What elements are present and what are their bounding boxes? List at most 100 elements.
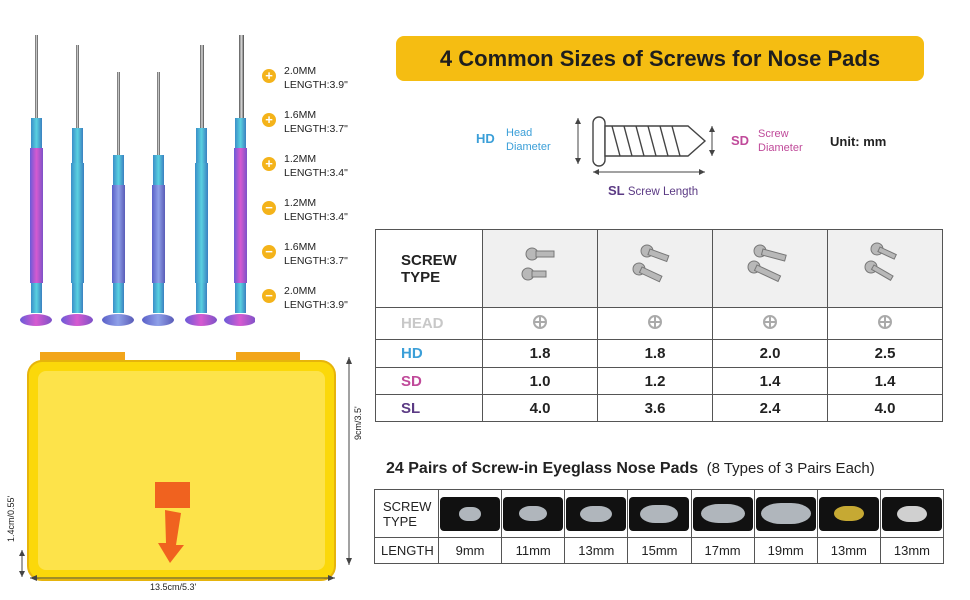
size-item-3: + 1.2MM LENGTH:3.4": [262, 152, 348, 180]
length-value: 19mm: [753, 537, 818, 564]
table-row: SD 1.0 1.2 1.4 1.4: [375, 367, 943, 395]
pad-type-label: SCREW TYPE: [374, 489, 439, 538]
table-row: HEAD: [375, 307, 943, 340]
nose-pad-image-7: [818, 496, 879, 531]
screw-table: SCREW TYPE HEAD HD 1.8 1.8 2.0 2.5 SD 1.…: [375, 229, 943, 422]
screw-diagram: [575, 116, 715, 175]
length-value: 9mm: [437, 537, 503, 564]
pads-subtitle: (8 Types of 3 Pairs Each): [706, 460, 875, 477]
sl-value: 4.0: [482, 394, 598, 422]
screw-photo-cell: [712, 229, 828, 308]
table-row: LENGTH 9mm 11mm 13mm 15mm 17mm 19mm 13mm…: [374, 537, 945, 564]
screwdriver-3: [102, 72, 134, 326]
sl-value: 4.0: [827, 394, 943, 422]
screw-image-2: [632, 244, 670, 283]
nose-pad-image-8: [881, 496, 942, 531]
sl-value: 2.4: [712, 394, 828, 422]
label-line: TYPE: [383, 513, 417, 529]
screw-image-4: [864, 242, 897, 282]
length: LENGTH:3.7": [284, 255, 348, 267]
page-title: 4 Common Sizes of Screws for Nose Pads: [396, 36, 924, 81]
screwdriver-4: [142, 72, 174, 326]
sd-value: 1.0: [482, 367, 598, 395]
screwdriver-1: [20, 35, 52, 326]
size: 1.6MM: [284, 241, 317, 253]
table-row: SCREW TYPE: [375, 229, 943, 308]
phillips-icon: [827, 307, 943, 340]
pad-cell: [564, 489, 629, 538]
nose-pad-image-5: [692, 496, 753, 531]
nose-pad-image-2: [503, 496, 564, 531]
box-height-label: 9cm/3.5': [353, 406, 363, 440]
length-value: 13mm: [879, 537, 945, 564]
hd-value: 1.8: [597, 339, 713, 368]
length-value: 11mm: [501, 537, 566, 564]
pad-cell: [816, 489, 881, 538]
nose-pad-image-6: [755, 496, 816, 531]
minus-icon: −: [262, 289, 276, 303]
length: LENGTH:3.9": [284, 79, 348, 91]
hd-value: 1.8: [482, 339, 598, 368]
pad-cell: [753, 489, 818, 538]
screw-image-1: [521, 247, 555, 281]
nose-pad-image-3: [566, 496, 627, 531]
length-label: LENGTH: [374, 537, 439, 564]
sl-abbr: SL: [608, 183, 625, 198]
pad-cell: [627, 489, 692, 538]
label-line: TYPE: [401, 268, 441, 286]
sd-line2: Diameter: [758, 142, 803, 154]
minus-icon: −: [262, 245, 276, 259]
pad-cell: [690, 489, 755, 538]
storage-box-illustration: [19, 352, 352, 581]
size-item-6: − 2.0MM LENGTH:3.9": [262, 284, 348, 312]
size: 1.6MM: [284, 109, 317, 121]
plus-icon: +: [262, 69, 276, 83]
sd-value: 1.4: [827, 367, 943, 395]
hd-line1: Head: [506, 127, 533, 139]
length: LENGTH:3.9": [284, 299, 348, 311]
sl-value: 3.6: [597, 394, 713, 422]
length-value: 13mm: [816, 537, 881, 564]
size-item-5: − 1.6MM LENGTH:3.7": [262, 240, 348, 268]
size: 1.2MM: [284, 197, 317, 209]
screwdriver-6: [224, 35, 255, 326]
hd-value: 2.0: [712, 339, 828, 368]
length: LENGTH:3.4": [284, 167, 348, 179]
sd-label: SD: [375, 367, 483, 395]
sl-desc: SL Screw Length: [608, 183, 698, 198]
hd-abbr: HD: [476, 131, 495, 146]
sd-value: 1.2: [597, 367, 713, 395]
screwdriver-2: [61, 45, 93, 326]
phillips-icon: [712, 307, 828, 340]
table-row: HD 1.8 1.8 2.0 2.5: [375, 339, 943, 368]
pad-cell: [879, 489, 945, 538]
table-row: SCREW TYPE: [374, 489, 945, 538]
size: 1.2MM: [284, 153, 317, 165]
pads-title: 24 Pairs of Screw-in Eyeglass Nose Pads: [386, 460, 699, 477]
plus-icon: +: [262, 157, 276, 171]
screw-photo-cell: [597, 229, 713, 308]
nose-pad-image-4: [629, 496, 690, 531]
length: LENGTH:3.7": [284, 123, 348, 135]
table-row: SL 4.0 3.6 2.4 4.0: [375, 394, 943, 422]
hd-label: HD: [375, 339, 483, 368]
sd-abbr: SD: [731, 133, 750, 148]
unit-label: Unit: mm: [830, 134, 887, 149]
length-value: 17mm: [690, 537, 755, 564]
length-value: 15mm: [627, 537, 692, 564]
pads-table: SCREW TYPE LENGTH 9mm 11mm 13mm 15mm 17m…: [374, 489, 945, 564]
box-depth-label: 1.4cm/0.55': [6, 495, 16, 542]
minus-icon: −: [262, 201, 276, 215]
sl-label: SL: [375, 394, 483, 422]
sd-value: 1.4: [712, 367, 828, 395]
pads-heading: 24 Pairs of Screw-in Eyeglass Nose Pads …: [386, 460, 875, 478]
nose-pad-image-1: [440, 496, 501, 531]
size: 2.0MM: [284, 285, 317, 297]
screwdriver-5: [185, 45, 217, 326]
screw-image-3: [747, 244, 787, 283]
phillips-icon: [482, 307, 598, 340]
size: 2.0MM: [284, 65, 317, 77]
